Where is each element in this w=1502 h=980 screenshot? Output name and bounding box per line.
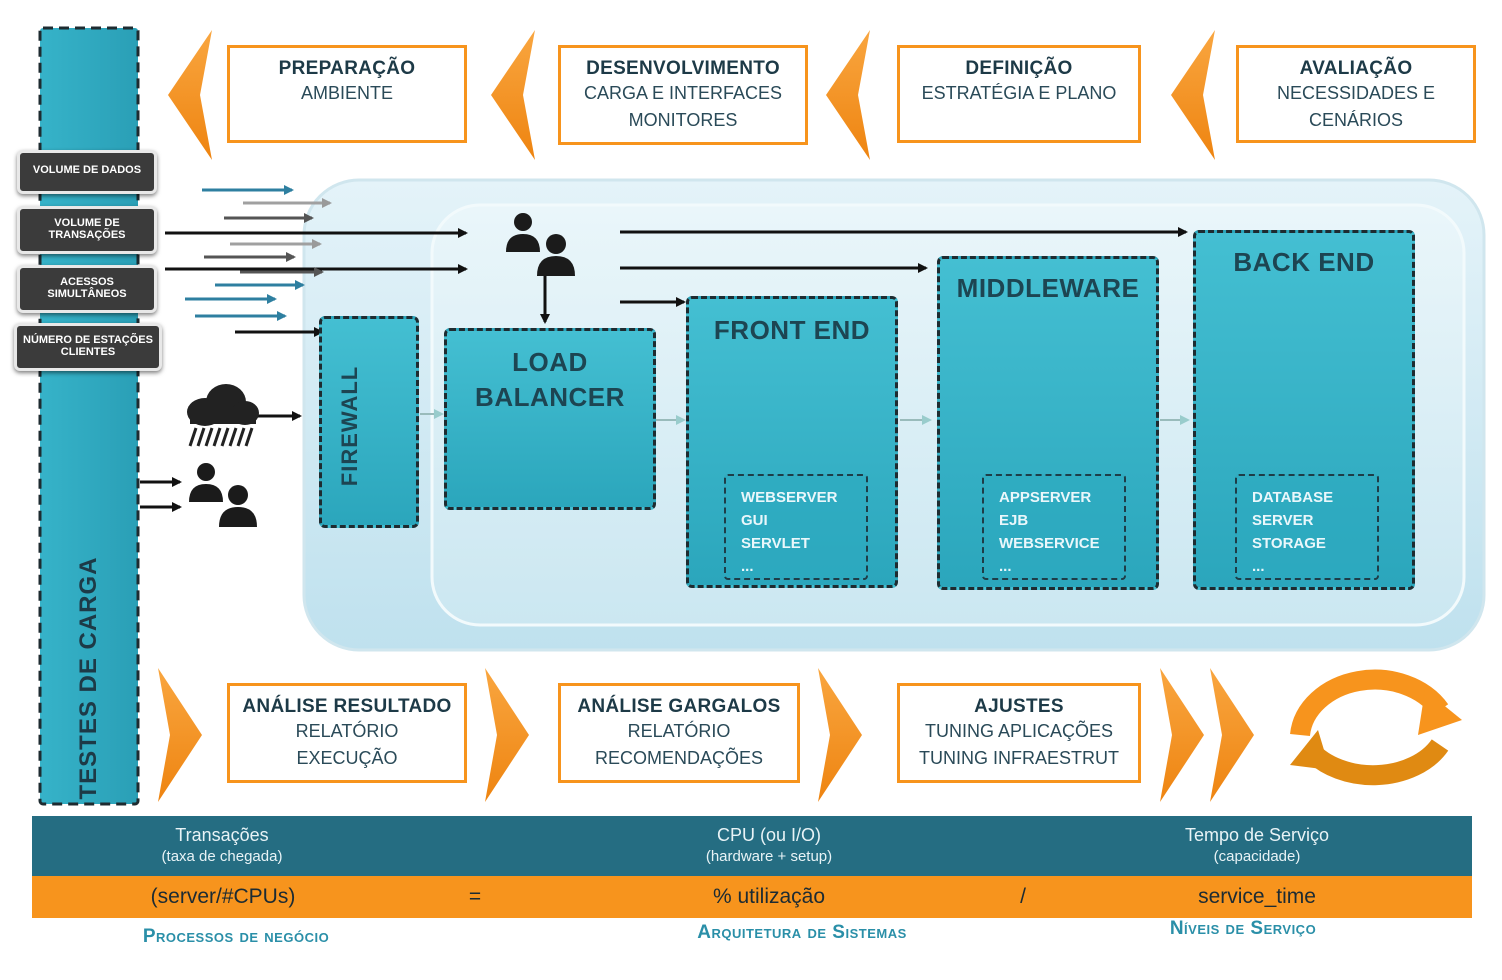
step-line: CARGA E INTERFACES bbox=[583, 83, 783, 103]
load-balancer-title: LOAD BALANCER bbox=[447, 345, 653, 415]
middleware-box: MIDDLEWARE APPSERVER EJB WEBSERVICE ... bbox=[937, 256, 1159, 590]
load-balancer-line: LOAD bbox=[512, 347, 588, 377]
step-avaliacao: AVALIAÇÃO NECESSIDADES E CENÁRIOS bbox=[1236, 45, 1476, 143]
step-line: NECESSIDADES E bbox=[1276, 83, 1436, 103]
step-line: EXECUÇÃO bbox=[296, 748, 398, 768]
users-icon bbox=[506, 213, 575, 276]
chevron-left-icon bbox=[1171, 30, 1215, 160]
chevron-right-icon bbox=[485, 668, 529, 802]
step-title: DEFINIÇÃO bbox=[965, 58, 1073, 79]
formula-divide: / bbox=[1020, 885, 1026, 908]
step-line: RELATÓRIO bbox=[627, 721, 731, 741]
metrics-bar: Transações (taxa de chegada) CPU (ou I/O… bbox=[32, 816, 1472, 876]
load-balancer-line: BALANCER bbox=[475, 382, 625, 412]
metric-sub: (taxa de chegada) bbox=[161, 848, 283, 865]
middleware-list: APPSERVER EJB WEBSERVICE ... bbox=[982, 474, 1126, 580]
list-item: DATABASE bbox=[1252, 489, 1334, 506]
metric-title: Transações bbox=[175, 825, 269, 845]
metric-tempo-servico: Tempo de Serviço (capacidade) bbox=[1185, 825, 1329, 865]
front-end-title: FRONT END bbox=[713, 315, 871, 345]
step-line: RECOMENDAÇÕES bbox=[594, 748, 764, 768]
firewall-label: FIREWALL bbox=[337, 365, 362, 487]
step-line: MONITORES bbox=[628, 110, 738, 130]
metric-title: CPU (ou I/O) bbox=[716, 825, 822, 845]
label-acessos-simultaneos: ACESSOS SIMULTÂNEOS bbox=[17, 265, 157, 313]
chevron-left-icon bbox=[491, 30, 535, 160]
step-title: ANÁLISE GARGALOS bbox=[577, 696, 781, 717]
storm-cloud-icon bbox=[187, 384, 259, 447]
step-line: CENÁRIOS bbox=[1308, 110, 1404, 130]
metric-transacoes: Transações (taxa de chegada) bbox=[162, 825, 283, 865]
chevron-right-icon bbox=[818, 668, 862, 802]
chevron-left-icon bbox=[826, 30, 870, 160]
label-estacoes-clientes: NÚMERO DE ESTAÇÕES CLIENTES bbox=[14, 323, 162, 371]
formula-left: (server/#CPUs) bbox=[150, 885, 296, 908]
chevron-right-icon bbox=[1210, 668, 1254, 802]
back-end-box: BACK END DATABASE SERVER STORAGE ... bbox=[1193, 230, 1415, 590]
step-desenvolvimento: DESENVOLVIMENTO CARGA E INTERFACES MONIT… bbox=[558, 45, 808, 145]
formula-bar: (server/#CPUs) = % utilização / service_… bbox=[32, 876, 1472, 918]
step-title: AVALIAÇÃO bbox=[1299, 58, 1413, 79]
list-item: APPSERVER bbox=[999, 489, 1092, 506]
step-title: ANÁLISE RESULTADO bbox=[242, 696, 452, 717]
step-analise-resultado: ANÁLISE RESULTADO RELATÓRIO EXECUÇÃO bbox=[227, 683, 467, 783]
metric-title: Tempo de Serviço bbox=[1184, 825, 1330, 845]
list-item: SERVER bbox=[1252, 512, 1314, 529]
footer-arquitetura: Arquitetura de Sistemas bbox=[697, 922, 907, 943]
step-title: PREPARAÇÃO bbox=[278, 58, 416, 79]
firewall-box: FIREWALL bbox=[319, 316, 419, 528]
front-end-list: WEBSERVER GUI SERVLET ... bbox=[724, 474, 868, 580]
list-item: GUI bbox=[741, 512, 768, 529]
list-item: STORAGE bbox=[1252, 535, 1326, 552]
footer-processos: Processos de negócio bbox=[142, 926, 330, 947]
formula-middle: % utilização bbox=[712, 885, 826, 908]
label-volume-transacoes: VOLUME DE TRANSAÇÕES bbox=[17, 206, 157, 254]
step-definicao: DEFINIÇÃO ESTRATÉGIA E PLANO bbox=[897, 45, 1141, 143]
load-balancer-box: LOAD BALANCER bbox=[444, 328, 656, 510]
list-item: EJB bbox=[999, 512, 1029, 529]
cycle-icon bbox=[1290, 669, 1462, 786]
list-item: ... bbox=[1252, 558, 1265, 575]
step-preparacao: PREPARAÇÃO AMBIENTE bbox=[227, 45, 467, 143]
step-title: DESENVOLVIMENTO bbox=[586, 58, 780, 79]
step-ajustes: AJUSTES TUNING APLICAÇÕES TUNING INFRAES… bbox=[897, 683, 1141, 783]
chevron-right-icon bbox=[158, 668, 202, 802]
formula-right: service_time bbox=[1198, 885, 1316, 908]
metric-cpu: CPU (ou I/O) (hardware + setup) bbox=[706, 825, 832, 865]
step-analise-gargalos: ANÁLISE GARGALOS RELATÓRIO RECOMENDAÇÕES bbox=[558, 683, 800, 783]
step-line: ESTRATÉGIA E PLANO bbox=[921, 83, 1117, 103]
front-end-box: FRONT END WEBSERVER GUI SERVLET ... bbox=[686, 296, 898, 588]
step-title: AJUSTES bbox=[974, 696, 1064, 717]
chevron-right-icon bbox=[1160, 668, 1204, 802]
list-item: ... bbox=[999, 558, 1012, 575]
list-item: ... bbox=[741, 558, 754, 575]
middleware-title: MIDDLEWARE bbox=[956, 273, 1140, 303]
users-icon bbox=[189, 463, 257, 527]
list-item: WEBSERVICE bbox=[999, 535, 1100, 552]
load-test-label: TESTES DE CARGA bbox=[75, 556, 102, 800]
back-end-list: DATABASE SERVER STORAGE ... bbox=[1235, 474, 1379, 580]
list-item: WEBSERVER bbox=[741, 489, 838, 506]
back-end-title: BACK END bbox=[1233, 247, 1375, 277]
metric-sub: (hardware + setup) bbox=[705, 848, 833, 865]
label-volume-dados: VOLUME DE DADOS bbox=[17, 150, 157, 194]
list-item: SERVLET bbox=[741, 535, 810, 552]
metric-sub: (capacidade) bbox=[1213, 848, 1301, 865]
step-line: TUNING APLICAÇÕES bbox=[924, 721, 1114, 741]
formula-equals: = bbox=[468, 885, 482, 908]
chevron-left-icon bbox=[168, 30, 212, 160]
step-line: AMBIENTE bbox=[300, 83, 393, 103]
step-line: TUNING INFRAESTRUT bbox=[919, 748, 1119, 768]
step-line: RELATÓRIO bbox=[295, 721, 399, 741]
footer-niveis: Níveis de Serviço bbox=[1169, 918, 1317, 939]
